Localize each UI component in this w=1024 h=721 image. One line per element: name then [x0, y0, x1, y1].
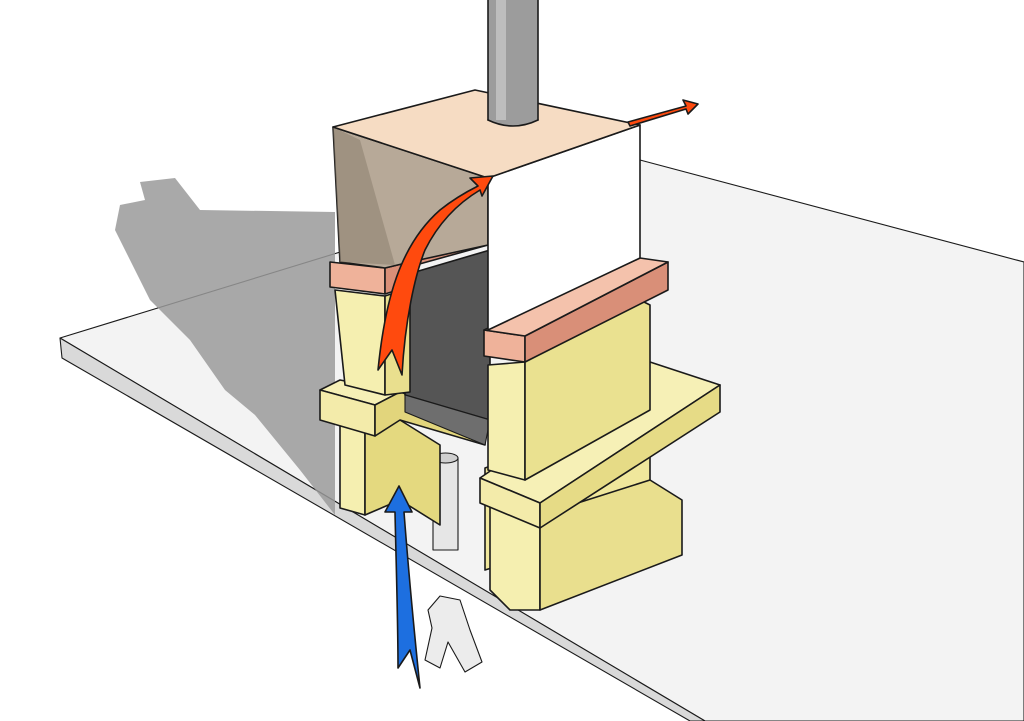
hood: [332, 89, 641, 331]
blue-intake-arrow-icon: [384, 485, 421, 689]
hood-top: [332, 89, 641, 179]
firebox-opening: [404, 249, 491, 421]
firebox-floor: [404, 394, 491, 446]
base-left-leg: [339, 419, 366, 516]
hood-inner-shade: [333, 127, 395, 265]
duct-branch: [424, 595, 483, 673]
plinth-side-right: [539, 384, 721, 529]
red-exhaust-arrow-icon: [377, 99, 699, 376]
base-right-leg-side: [539, 479, 683, 611]
chimney-highlight: [496, 0, 506, 120]
floor-front-edge: [59, 337, 706, 721]
fireplace-shadow: [115, 178, 335, 515]
chimney-body: [488, 0, 538, 120]
hood-exit-arrow: [627, 99, 699, 127]
right-pillar-front: [487, 361, 526, 481]
chimney-base: [487, 119, 539, 127]
chimney-pipe: [487, 0, 539, 127]
